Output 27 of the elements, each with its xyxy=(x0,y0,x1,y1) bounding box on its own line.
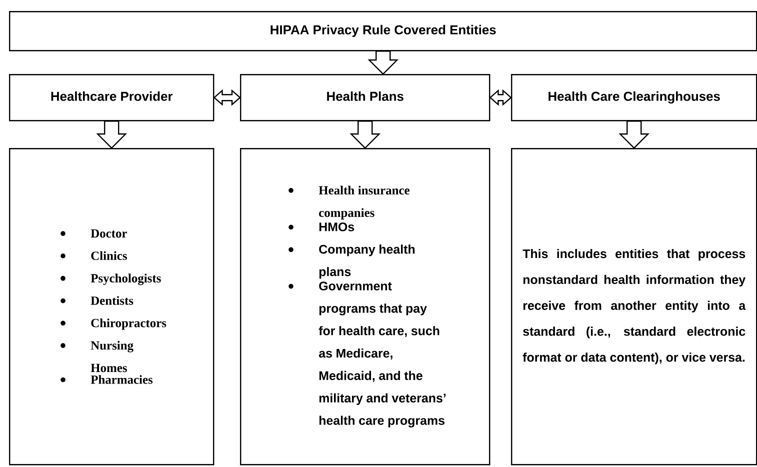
header-box xyxy=(9,11,757,52)
block-arrow xyxy=(368,50,399,75)
box-title: Health Plans xyxy=(327,91,404,101)
paragraph: This includes entities that process nonstandard health information they receive from another entity into a standard (i.e., standard electronic format or data content), or vice versa. xyxy=(522,248,746,364)
block-arrow xyxy=(96,120,128,149)
list-item: Psychologists xyxy=(90,274,161,286)
list-item: Government programs that pay for health care, such as Medicare, Medicaid, and the military and veterans’ health care programs xyxy=(318,282,446,428)
content-box xyxy=(240,148,490,466)
box-title: Healthcare Provider xyxy=(51,91,173,101)
block-arrow xyxy=(618,120,650,149)
list-item: Chiropractors xyxy=(91,318,166,330)
header-box xyxy=(511,74,757,122)
list-item: Pharmacies xyxy=(90,375,153,384)
content-box xyxy=(511,148,757,466)
box-title: HIPAA Privacy Rule Covered Entities xyxy=(270,24,496,37)
list-item: Nursing Homes xyxy=(90,340,134,372)
list-item: Dentists xyxy=(90,296,134,305)
box-title: Health Care Clearinghouses xyxy=(548,91,720,104)
list-item: Health insurance companies xyxy=(318,186,410,220)
list-item: Clinics xyxy=(91,251,127,260)
list-item: Doctor xyxy=(90,229,127,238)
list-item: Company health plans xyxy=(319,244,415,279)
list-item: HMOs xyxy=(319,222,354,232)
header-box xyxy=(9,74,214,122)
content-box xyxy=(9,148,214,466)
header-box xyxy=(240,74,490,122)
block-arrow xyxy=(350,120,381,149)
